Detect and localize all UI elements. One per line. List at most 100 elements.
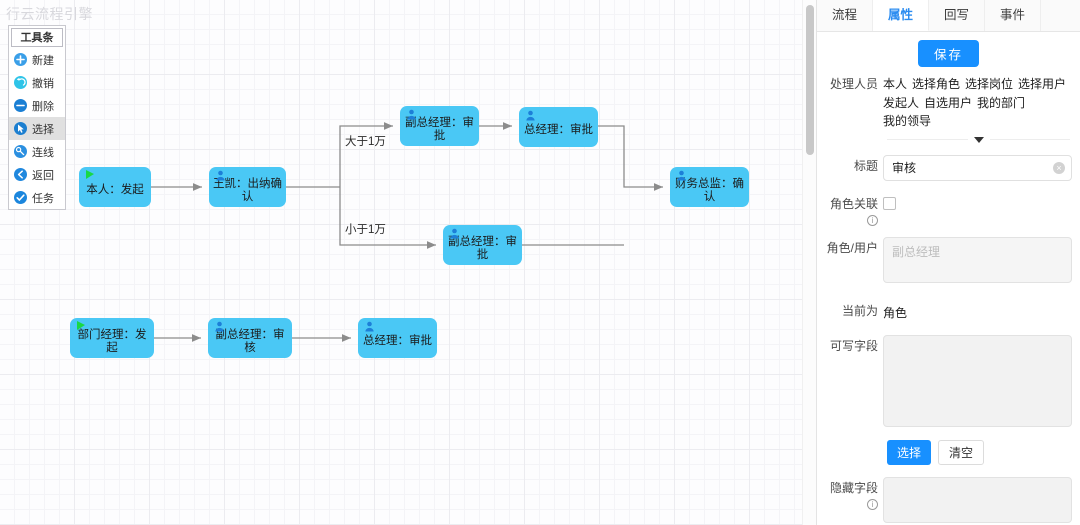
handler-option-self[interactable]: 本人 [883, 77, 908, 91]
tool-new-label: 新建 [32, 54, 54, 67]
handler-option-post[interactable]: 选择岗位 [965, 77, 1014, 91]
tab-flow[interactable]: 流程 [817, 0, 874, 31]
flow-node-label: 副总经理：审批 [448, 235, 517, 261]
edge-label-greater: 大于1万 [345, 136, 386, 148]
info-icon[interactable]: i [867, 214, 878, 226]
title-row: 标题 × [817, 147, 1080, 183]
tool-undo-label: 撤销 [32, 77, 54, 90]
flow-node-label: 总经理：审批 [524, 124, 593, 137]
flow-node[interactable]: 王凯：出纳确认 [209, 167, 286, 207]
minus-icon [14, 99, 27, 112]
flow-node[interactable]: 部门经理：发起 [70, 318, 154, 358]
canvas-scrollbar-thumb[interactable] [806, 5, 814, 155]
flow-node[interactable]: 副总经理：审批 [443, 225, 522, 265]
save-button[interactable]: 保存 [917, 40, 979, 67]
role-user-field [883, 236, 1072, 288]
panel-body: 保存 处理人员 本人选择角色选择岗位选择用户发起人自选用户我的部门我的领导 标题… [817, 32, 1080, 525]
writable-select-button[interactable]: 选择 [887, 439, 932, 465]
handler-option-pickuser[interactable]: 自选用户 [924, 95, 973, 110]
role-link-field [883, 193, 1072, 227]
flow-canvas[interactable]: 行云流程引擎 [0, 0, 816, 525]
role-link-label-text: 角色关联 [829, 196, 878, 211]
hidden-field-label-text: 隐藏字段 [829, 480, 878, 495]
back-arrow-icon [14, 168, 27, 181]
properties-panel: 流程 属性 回写 事件 保存 处理人员 本人选择角色选择岗位选择用户发起人自选用… [816, 0, 1080, 525]
flow-node-label: 副总经理：审批 [405, 116, 474, 142]
writable-textarea[interactable] [883, 334, 1072, 427]
handler-option-mydept[interactable]: 我的部门 [977, 95, 1026, 110]
role-user-textarea[interactable] [883, 236, 1072, 283]
flow-node-label: 部门经理：发起 [77, 328, 147, 354]
tool-link[interactable]: 连线 [9, 140, 65, 163]
role-user-label: 角色/用户 [826, 240, 878, 255]
handler-option-user[interactable]: 选择用户 [1018, 77, 1067, 91]
app-title: 行云流程引擎 [6, 6, 93, 22]
divider-right [989, 139, 1070, 141]
flow-node[interactable]: 本人：发起 [79, 167, 151, 207]
person-icon [525, 110, 536, 121]
handler-option-myleader[interactable]: 我的领导 [883, 114, 932, 129]
title-label: 标题 [853, 158, 878, 173]
hidden-field-textarea[interactable] [883, 476, 1072, 523]
person-icon [214, 321, 225, 332]
current-is-row: 当前为 角色 [817, 290, 1080, 323]
tab-properties[interactable]: 属性 [873, 0, 930, 31]
title-input-wrap: × [883, 154, 1072, 181]
tool-task-label: 任务 [32, 192, 54, 205]
flow-node-label: 本人：发起 [86, 184, 144, 197]
tool-task[interactable]: 任务 [9, 186, 65, 209]
check-icon [14, 191, 27, 204]
save-row: 保存 [817, 32, 1080, 71]
writable-label: 可写字段 [829, 338, 878, 353]
clear-icon[interactable]: × [1053, 161, 1065, 174]
tab-writeback[interactable]: 回写 [929, 0, 986, 31]
tool-undo[interactable]: 撤销 [9, 71, 65, 94]
link-icon [14, 145, 27, 158]
flow-node[interactable]: 副总经理：审批 [400, 106, 479, 146]
tool-delete[interactable]: 删除 [9, 94, 65, 117]
handler-row: 处理人员 本人选择角色选择岗位选择用户发起人自选用户我的部门我的领导 [817, 71, 1080, 133]
flow-node[interactable]: 财务总监：确认 [670, 167, 749, 207]
collapse-row [817, 133, 1080, 147]
flow-node-label: 总经理：审批 [363, 335, 432, 348]
person-icon [449, 228, 460, 239]
tool-select-label: 选择 [32, 123, 54, 136]
title-input[interactable] [883, 154, 1072, 181]
cursor-icon [14, 122, 27, 135]
role-link-checkbox[interactable] [883, 196, 896, 210]
writable-field [883, 334, 1072, 432]
role-user-row: 角色/用户 [817, 229, 1080, 290]
flow-node-label: 王凯：出纳确认 [213, 177, 282, 203]
panel-tabs: 流程 属性 回写 事件 [817, 0, 1080, 32]
person-icon [406, 109, 417, 120]
handler-option-initiator[interactable]: 发起人 [883, 95, 920, 110]
canvas-vertical-scrollbar[interactable] [802, 0, 816, 525]
flow-node-label: 财务总监：确认 [675, 177, 744, 203]
flow-node[interactable]: 总经理：审批 [358, 318, 437, 358]
hidden-field-row: 隐藏字段 i [817, 469, 1080, 525]
flow-node[interactable]: 副总经理：审核 [208, 318, 292, 358]
tool-select[interactable]: 选择 [9, 117, 65, 140]
role-link-label: 角色关联 i [821, 193, 883, 227]
tab-events[interactable]: 事件 [985, 0, 1042, 31]
writable-buttons: 选择 清空 [817, 434, 1080, 469]
handler-option-role[interactable]: 选择角色 [912, 77, 961, 91]
current-is-label: 当前为 [841, 303, 878, 318]
hidden-field-label: 隐藏字段 i [821, 477, 883, 525]
person-icon [364, 321, 375, 332]
info-icon[interactable]: i [867, 498, 878, 510]
flow-node[interactable]: 总经理：审批 [519, 107, 598, 147]
tool-new[interactable]: 新建 [9, 48, 65, 71]
writable-clear-button[interactable]: 清空 [938, 439, 985, 465]
tabs-filler [1041, 0, 1080, 31]
person-icon [215, 170, 226, 181]
hidden-field-field [883, 476, 1072, 525]
tool-back[interactable]: 返回 [9, 163, 65, 186]
plus-icon [14, 53, 27, 66]
tool-delete-label: 删除 [32, 100, 54, 113]
flow-edges [151, 122, 663, 342]
current-is-value: 角色 [883, 305, 908, 320]
toolbar-panel: 工具条 新建 撤销 删除 [8, 25, 66, 210]
chevron-down-icon[interactable] [973, 136, 984, 143]
